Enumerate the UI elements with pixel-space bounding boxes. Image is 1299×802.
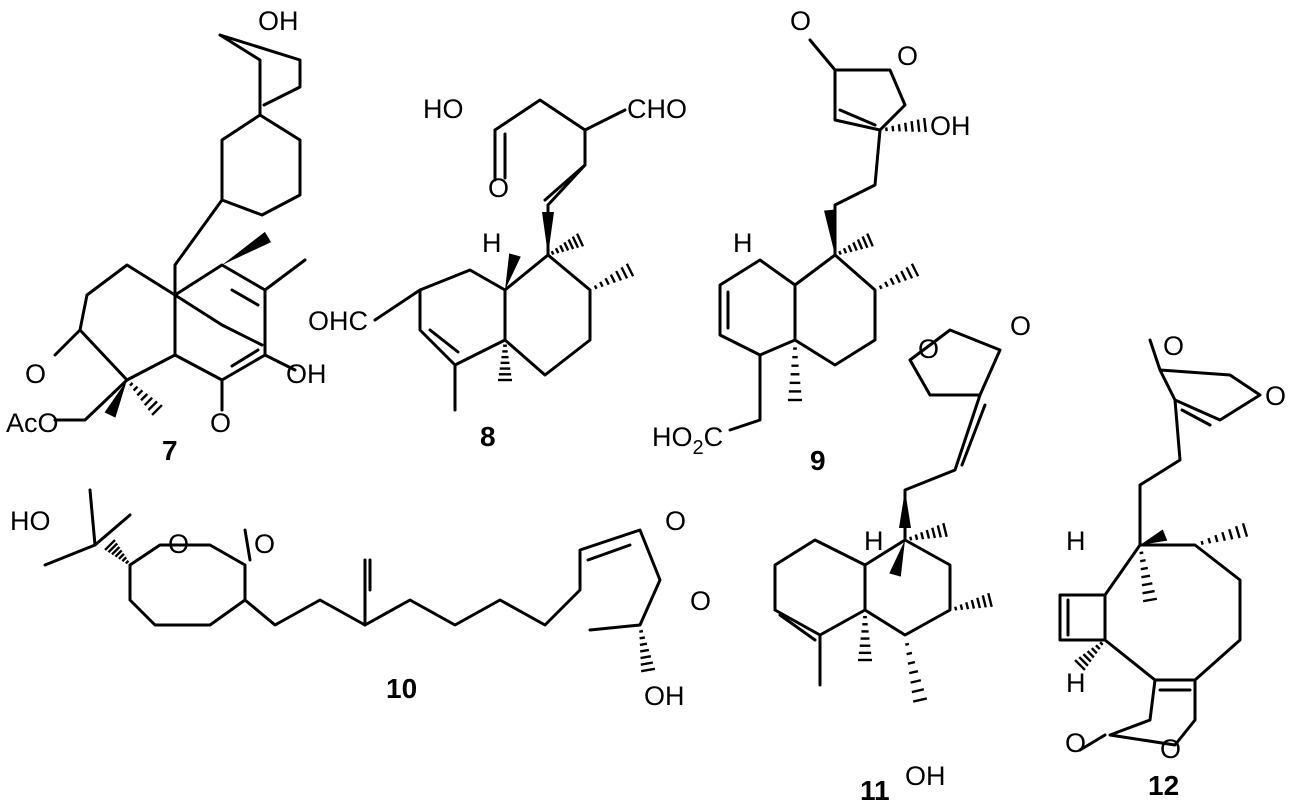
atom-label-10-ho: HO — [10, 506, 51, 536]
bond-11-frame — [773, 328, 1002, 687]
hash-9-methyl-b — [878, 263, 920, 290]
wedge-9-chain — [824, 209, 836, 255]
atom-label-7-o-quinone: O — [210, 408, 231, 438]
hash-9-methyl-a — [838, 233, 874, 256]
bond-11-double-bonds — [778, 403, 987, 642]
atom-label-12-o-ring-top: O — [1163, 331, 1184, 361]
hash-11-methyl-b — [954, 592, 993, 611]
bond-7-substituents — [53, 258, 307, 422]
hash-8-methyl-b — [593, 263, 635, 290]
atom-label-12-o-carbonyl-bottom: O — [1065, 728, 1086, 758]
atom-label-10-o-carbonyl: O — [254, 529, 275, 559]
hash-11-methyl-c — [858, 615, 872, 662]
atom-label-10-o-ring: O — [168, 529, 189, 559]
hash-10-side — [104, 539, 130, 565]
atom-label-8-h: H — [482, 228, 502, 258]
atom-label-11-o-carbonyl: O — [1010, 311, 1031, 341]
wedge-8-h — [505, 253, 521, 290]
hash-8-methyl-a — [550, 233, 585, 256]
hash-9-methyl-c — [788, 347, 802, 402]
atom-label-9-h: H — [733, 228, 753, 258]
atom-labels: OH O OH O AcO 7 HO CHO O H OHC 8 O O OH … — [6, 6, 1286, 802]
atom-label-7-aco: AcO — [6, 408, 59, 438]
bond-9-frame — [718, 38, 907, 367]
bond-7-ring-left — [78, 263, 177, 382]
bond-10-frame — [43, 488, 662, 632]
atom-label-10-o-butenolide-carbonyl: O — [665, 506, 686, 536]
atom-label-7-o-ketone: O — [25, 359, 46, 389]
atom-label-9-o-ring: O — [897, 41, 918, 71]
bond-7-side-chain — [173, 33, 302, 347]
atom-label-8-cho: CHO — [627, 94, 687, 124]
wedge-12-h-top — [1140, 529, 1168, 545]
wedge-7-ch2 — [104, 380, 127, 418]
bond-8-frame — [373, 98, 627, 377]
bond-lines — [43, 33, 1262, 752]
atom-label-12-h-bottom: H — [1066, 668, 1086, 698]
atom-label-12-o-ring-bottom: O — [1160, 734, 1181, 764]
hash-12-h-bottom — [1074, 641, 1104, 671]
compound-number-7: 7 — [162, 435, 178, 466]
wedge-11-h — [889, 540, 905, 577]
bond-8-double-bonds — [428, 128, 587, 354]
atom-label-8-ohc: OHC — [308, 306, 368, 336]
atom-label-12-h-top: H — [1066, 526, 1086, 556]
hash-8-methyl-c — [498, 344, 512, 382]
atom-label-9-o-carbonyl: O — [790, 6, 811, 36]
compound-number-9: 9 — [810, 445, 826, 476]
hash-7-methyl — [129, 382, 163, 416]
hash-10-oh — [639, 629, 656, 673]
bond-7-double-lines — [230, 288, 260, 368]
wedge-8-chain — [542, 212, 554, 255]
atom-label-11-o-ring: O — [918, 334, 939, 364]
atom-label-11-h: H — [864, 526, 884, 556]
hash-11-methyl-a — [909, 522, 948, 541]
atom-label-9-oh: OH — [930, 111, 971, 141]
compound-number-8: 8 — [480, 421, 496, 452]
bond-10-double-bonds — [243, 528, 632, 592]
hash-11-oh — [905, 642, 928, 703]
atom-label-11-oh: OH — [905, 761, 946, 791]
bond-9-double-and-acid — [726, 108, 877, 432]
compound-number-11: 11 — [860, 775, 890, 802]
bond-12-frame — [1058, 338, 1262, 747]
stereo-wedges — [104, 117, 1249, 703]
atom-label-8-ho: HO — [423, 94, 464, 124]
compound-number-10: 10 — [386, 673, 417, 704]
hash-9-oh — [885, 117, 927, 133]
atom-label-9-ho2c: HO2C — [652, 422, 723, 459]
hash-12-methyl-a — [1139, 551, 1158, 603]
atom-label-12-o-carbonyl-top: O — [1265, 381, 1286, 411]
atom-label-10-oh: OH — [644, 681, 685, 711]
hash-12-methyl-b — [1200, 522, 1249, 545]
atom-label-7-oh-enol: OH — [286, 359, 327, 389]
bond-12-double-bonds — [1066, 408, 1212, 752]
wedge-7-methyl — [222, 231, 272, 265]
compound-number-12: 12 — [1148, 770, 1179, 801]
atom-label-7-oh-top: OH — [258, 6, 299, 36]
wedge-11-chain — [899, 490, 911, 528]
atom-label-10-o-butenolide-ring: O — [690, 586, 711, 616]
atom-label-8-o: O — [488, 173, 509, 203]
